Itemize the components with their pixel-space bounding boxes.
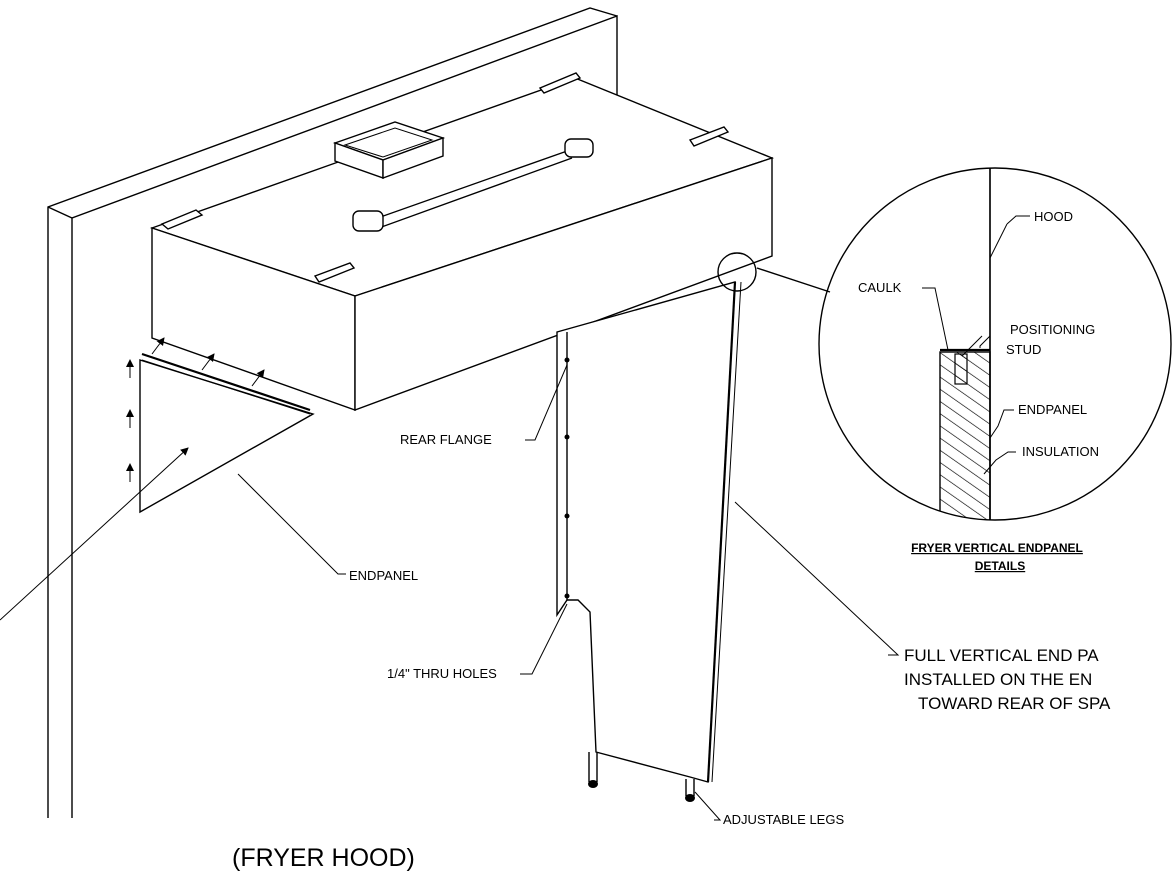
label-thru-holes: 1/4" THRU HOLES — [387, 666, 497, 681]
label-adjustable-legs: ADJUSTABLE LEGS — [723, 812, 844, 827]
thru-hole — [564, 513, 570, 519]
label-caulk: CAULK — [858, 280, 902, 295]
hood-top-fittings — [160, 72, 730, 283]
vertical-end-panel — [556, 281, 742, 802]
wall — [47, 7, 618, 818]
label-hood: HOOD — [1034, 209, 1073, 224]
detail-view — [717, 167, 1172, 521]
adjustable-leg — [685, 779, 695, 802]
detail-title: FRYER VERTICAL ENDPANEL — [911, 541, 1083, 555]
label-insulation: INSULATION — [1022, 444, 1099, 459]
label-full-vertical-1: FULL VERTICAL END PA — [904, 646, 1099, 665]
triangular-endpanel — [0, 337, 315, 621]
label-full-vertical-2: INSTALLED ON THE EN — [904, 670, 1092, 689]
label-full-vertical-3: TOWARD REAR OF SPA — [918, 694, 1111, 713]
label-endpanel: ENDPANEL — [349, 568, 418, 583]
hood-box — [149, 77, 775, 412]
caption: (FRYER HOOD) — [232, 844, 415, 872]
duct-collar — [332, 121, 446, 180]
label-rear-flange: REAR FLANGE — [400, 432, 492, 447]
label-endpanel-detail: ENDPANEL — [1018, 402, 1087, 417]
detail-title-2: DETAILS — [975, 559, 1025, 573]
thru-hole — [564, 357, 570, 363]
thru-hole — [564, 593, 570, 599]
label-positioning-stud-2: STUD — [1006, 342, 1041, 357]
label-positioning-stud: POSITIONING — [1010, 322, 1095, 337]
positioning-stud — [954, 353, 968, 385]
adjustable-leg — [588, 752, 598, 788]
thru-hole — [564, 434, 570, 440]
fire-system-pipe — [352, 138, 594, 232]
hanger-brackets — [160, 72, 730, 283]
